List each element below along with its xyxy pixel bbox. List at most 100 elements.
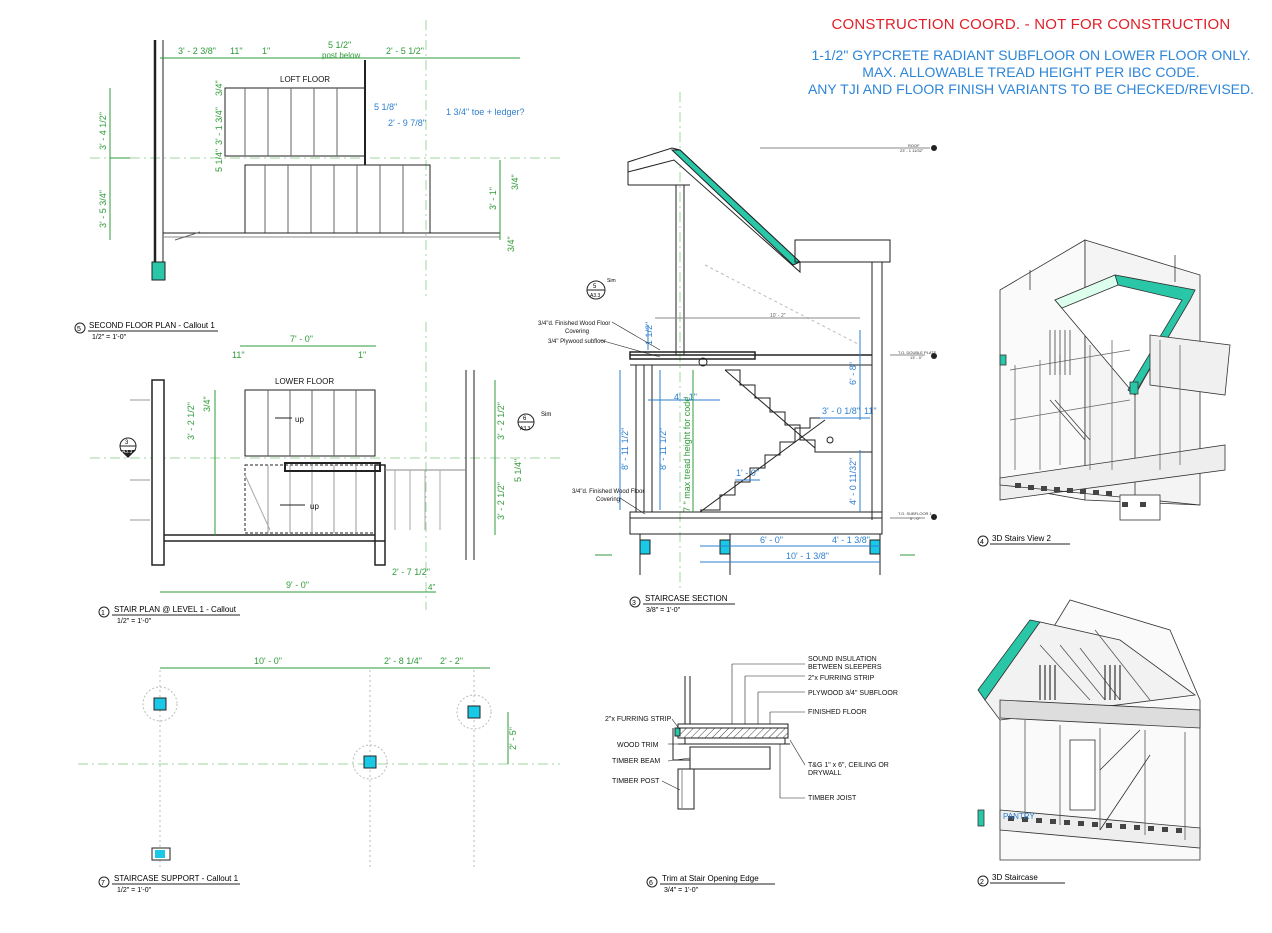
- tag-text: 5: [593, 284, 597, 290]
- view-title-6: 6 Trim at Stair Opening Edge 3/4" = 1'-0…: [646, 874, 775, 894]
- level-value: 13' - 0": [910, 355, 923, 360]
- tag-text: A3.3: [590, 293, 601, 299]
- level-name: ROOF: [908, 143, 920, 148]
- dim-text: 3/4": [510, 174, 520, 190]
- section-tag-6: 6 A3.3 Sim: [517, 412, 551, 432]
- note-line-2: MAX. ALLOWABLE TREAD HEIGHT PER IBC CODE…: [862, 64, 1200, 80]
- dim-text: 6' - 0": [760, 535, 783, 545]
- dim-text: 9' - 0": [286, 580, 309, 590]
- trim-label: TIMBER POST: [612, 778, 660, 785]
- view-title: Trim at Stair Opening Edge: [662, 874, 759, 883]
- view-title: STAIRCASE SECTION: [645, 594, 728, 603]
- loft-floor-plan: [90, 20, 560, 300]
- trim-label: TIMBER BEAM: [612, 758, 660, 765]
- view-title-4: 4 3D Stairs View 2: [977, 534, 1070, 547]
- support-dim-text: 10' - 0" 2' - 8 1/4" 2' - 2" 2' - 5": [254, 656, 518, 750]
- dim-text: 3' - 1": [488, 187, 498, 210]
- trim-leaders: [661, 663, 806, 799]
- view-title-1: 1 STAIR PLAN @ LEVEL 1 - Callout 1/2" = …: [98, 605, 240, 625]
- level-value: 0' - 0": [910, 516, 921, 521]
- dim-text: 5 1/4": [214, 149, 224, 172]
- dim-text: 1 1/2": [644, 322, 654, 345]
- trim-label: PLYWOOD 3/4" SUBFLOOR: [808, 690, 898, 697]
- trim-label: FINISHED FLOOR: [808, 709, 867, 716]
- callout-text: Covering: [565, 329, 589, 335]
- view-title-2: 2 3D Staircase: [977, 873, 1065, 887]
- dim-text: 10' - 1 3/8": [786, 551, 829, 561]
- view-title: 3D Stairs View 2: [992, 534, 1052, 543]
- up-label-2: up: [310, 502, 319, 511]
- tread-code-note: 7 " max tread height for code: [682, 397, 692, 512]
- dim-text: 4' - 0 11/32": [848, 458, 858, 505]
- dim-text: 3' - 2 3/8": [178, 46, 216, 56]
- callout-text: 3/4" Plywood subfloor: [548, 339, 606, 345]
- dim-text: 7' - 0": [290, 334, 313, 344]
- dim-text: 2' - 9 7/8": [388, 118, 426, 128]
- view-number: 3: [632, 600, 636, 607]
- loft-floor-label: LOFT FLOOR: [280, 75, 330, 84]
- tag-text: 6: [523, 416, 527, 422]
- tag-text: A3.3: [520, 426, 531, 432]
- callout-text: Covering: [596, 497, 620, 503]
- trim-labels: SOUND INSULATION BETWEEN SLEEPERS 2"x FU…: [605, 656, 898, 802]
- callout-text: 3/4"d. Finished Wood Floor: [538, 321, 610, 327]
- level-markers: ROOF 23' - 1 11/32" T.O. DOUBLE PLATE 13…: [898, 143, 937, 521]
- view-number: 4: [980, 539, 984, 546]
- section-tag-3: 3 A3.3: [119, 437, 137, 458]
- warning-note: CONSTRUCTION COORD. - NOT FOR CONSTRUCTI…: [831, 16, 1231, 33]
- dim-text: 4' - 1 3/8": [832, 535, 870, 545]
- pantry-label: PANTRY: [1003, 812, 1035, 821]
- dim-text: 5 1/4": [513, 459, 523, 482]
- dim-text: 11": [232, 350, 245, 360]
- dim-text: 3/4": [506, 236, 516, 252]
- lower-floor-label: LOWER FLOOR: [275, 377, 334, 386]
- section-top-dim: 10' - 2": [770, 313, 786, 319]
- trim-label: BETWEEN SLEEPERS: [808, 664, 882, 671]
- view-number: 6: [649, 880, 653, 887]
- dim-text: 11": [864, 406, 877, 416]
- view-title: 3D Staircase: [992, 873, 1038, 882]
- view-title-7: 7 STAIRCASE SUPPORT - Callout 1 1/2" = 1…: [98, 874, 240, 894]
- view-scale: 1/2" = 1'-0": [92, 334, 127, 341]
- staircase-support: [78, 667, 560, 870]
- section-blue-dims: [619, 325, 880, 563]
- dim-text: 5 1/2": [328, 40, 351, 50]
- tag-text: 3: [125, 440, 129, 446]
- trim-label: TIMBER JOIST: [808, 795, 857, 802]
- dim-text: 3' - 0 1/8": [822, 406, 860, 416]
- dim-text: 3' - 4 1/2": [98, 112, 108, 150]
- note-line-1: 1-1/2" GYPCRETE RADIANT SUBFLOOR ON LOWE…: [811, 47, 1251, 63]
- stair-plan-level1: [90, 322, 560, 610]
- tag-text: Sim: [607, 278, 616, 284]
- 3d-stairs-view-2: [999, 239, 1231, 521]
- trim-label: SOUND INSULATION: [808, 656, 877, 663]
- general-notes: 1-1/2" GYPCRETE RADIANT SUBFLOOR ON LOWE…: [808, 47, 1254, 98]
- dim-text: 8' - 11 1/2": [658, 428, 668, 470]
- dim-text: 5 1/8": [374, 102, 397, 112]
- view-title: STAIRCASE SUPPORT - Callout 1: [114, 874, 239, 883]
- view-number: 7: [101, 880, 105, 887]
- loft-blue-text: 5 1/8" 2' - 9 7/8" 1 3/4" toe + ledger?: [374, 102, 525, 128]
- view-scale: 1/2" = 1'-0": [117, 887, 152, 894]
- dim-text: 3/4": [202, 396, 212, 412]
- level-value: 23' - 1 11/32": [900, 148, 924, 153]
- tag-text: Sim: [541, 412, 551, 418]
- dim-text: 2' - 7 1/2": [392, 567, 430, 577]
- dim-text: 3' - 2 1/2": [496, 402, 506, 440]
- dim-text: 11": [230, 46, 243, 56]
- view-title: SECOND FLOOR PLAN - Callout 1: [89, 321, 215, 330]
- trim-label: 2"x FURRING STRIP: [605, 716, 672, 723]
- trim-label: 2"x FURRING STRIP: [808, 675, 875, 682]
- view-scale: 3/4" = 1'-0": [664, 887, 699, 894]
- loft-dim-text: 3' - 2 3/8" 11" 1" 5 1/2" post below 2' …: [98, 40, 520, 252]
- note-line-3: ANY TJI AND FLOOR FINISH VARIANTS TO BE …: [807, 81, 1254, 97]
- dim-text: 6' - 8": [848, 362, 858, 385]
- dim-text: 2' - 2": [440, 656, 463, 666]
- section-dim-text: 8' - 11 1/2" 8' - 11 1/2" 4' - 1" 1 1/2"…: [620, 322, 877, 561]
- view-number: 2: [980, 879, 984, 886]
- construction-notes: CONSTRUCTION COORD. - NOT FOR CONSTRUCTI…: [808, 16, 1254, 98]
- level-name: T.O. DOUBLE PLATE: [898, 350, 937, 355]
- view-title-5: 5 SECOND FLOOR PLAN - Callout 1 1/2" = 1…: [74, 321, 218, 341]
- dim-text: 1": [262, 46, 270, 56]
